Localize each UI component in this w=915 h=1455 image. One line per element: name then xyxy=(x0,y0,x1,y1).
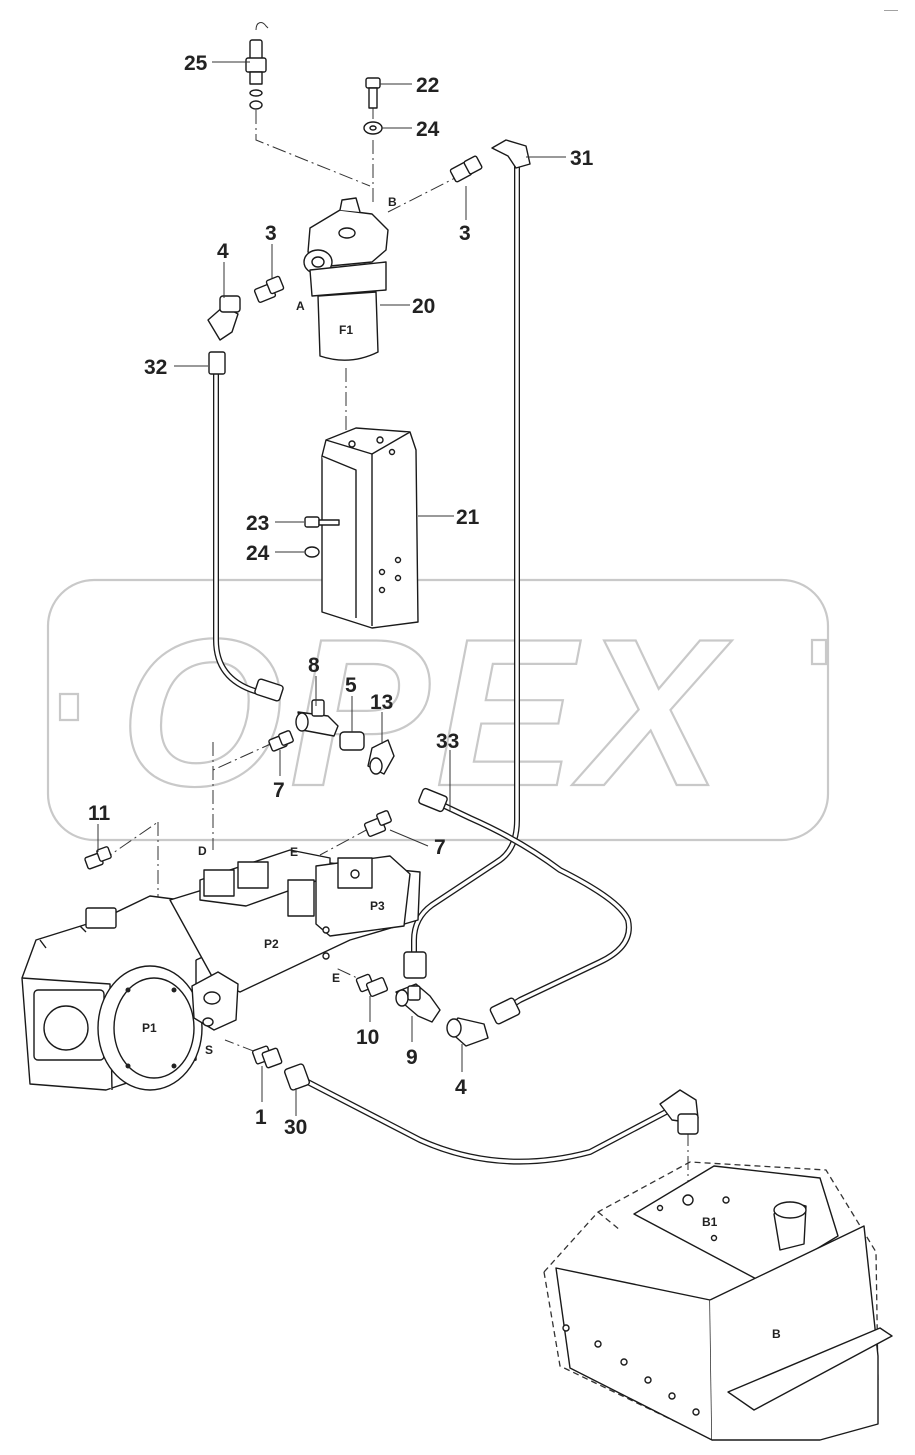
fitting-3-right xyxy=(449,155,483,183)
callout-1: 1 xyxy=(255,1106,267,1129)
callout-7-right: 7 xyxy=(434,836,446,859)
callout-7-top: 7 xyxy=(273,779,285,802)
callout-32: 32 xyxy=(144,356,167,379)
pump-label-P3: P3 xyxy=(370,899,385,913)
hose-31 xyxy=(403,139,531,979)
fitting-10 xyxy=(355,973,389,997)
callout-labels: 25 22 24 31 3 3 4 20 32 23 24 21 8 5 13 … xyxy=(88,52,594,1139)
pump-assembly xyxy=(21,849,421,1091)
callout-4-top: 4 xyxy=(217,240,229,263)
port-D: D xyxy=(198,844,207,858)
callout-20: 20 xyxy=(412,295,435,318)
callout-13: 13 xyxy=(370,691,393,714)
corner-code: —— xyxy=(884,7,898,14)
elbow-13 xyxy=(367,739,395,775)
callout-10: 10 xyxy=(356,1026,379,1049)
callout-24-top: 24 xyxy=(416,118,440,141)
bolt-23 xyxy=(304,516,340,528)
callout-23: 23 xyxy=(246,512,269,535)
hose-32 xyxy=(208,351,284,702)
elbow-4-top xyxy=(207,295,241,341)
elbow-4-bottom xyxy=(446,1017,489,1047)
fitting-1 xyxy=(251,1045,283,1069)
callout-3-left: 3 xyxy=(265,222,277,245)
port-S: S xyxy=(205,1043,213,1057)
washer-24-bottom xyxy=(304,546,320,558)
callout-24-bottom: 24 xyxy=(246,542,270,565)
washer-24-top xyxy=(363,121,383,135)
callout-9: 9 xyxy=(406,1046,418,1069)
callout-25: 25 xyxy=(184,52,208,75)
callout-31: 31 xyxy=(570,147,594,170)
callout-21: 21 xyxy=(456,506,480,529)
callout-4-bottom: 4 xyxy=(455,1076,467,1099)
callout-3-right: 3 xyxy=(459,222,471,245)
hydraulic-tank xyxy=(543,1161,893,1441)
fitting-3-left xyxy=(253,275,285,303)
fitting-11 xyxy=(84,846,112,870)
callout-5: 5 xyxy=(345,674,357,697)
fitting-5 xyxy=(339,731,365,751)
callout-leaders xyxy=(97,61,566,1116)
callout-30: 30 xyxy=(284,1116,307,1139)
filter-label-F1: F1 xyxy=(339,323,353,337)
port-A: A xyxy=(296,299,305,313)
tee-8 xyxy=(295,699,339,737)
fitting-7-right xyxy=(363,810,392,837)
callout-33: 33 xyxy=(436,730,459,753)
bracket-21 xyxy=(321,427,419,629)
callout-8: 8 xyxy=(308,654,320,677)
hose-30 xyxy=(283,1063,699,1165)
callout-11: 11 xyxy=(88,802,111,825)
fitting-7-top xyxy=(268,730,294,752)
hose-33 xyxy=(418,787,632,1025)
pressure-switch-25 xyxy=(245,22,269,110)
filter-head-20 xyxy=(303,197,389,361)
port-B: B xyxy=(388,195,397,209)
port-E-lower: E xyxy=(332,971,340,985)
tank-label-B: B xyxy=(772,1327,781,1341)
pump-label-P1: P1 xyxy=(142,1021,157,1035)
port-E-upper: E xyxy=(290,845,298,859)
callout-22: 22 xyxy=(416,74,439,97)
bolt-22 xyxy=(365,77,381,109)
tee-9 xyxy=(395,983,441,1023)
port-labels: A B F1 D E E P1 P2 P3 S B1 B xyxy=(142,195,781,1341)
tank-port-B1: B1 xyxy=(702,1215,718,1229)
pump-label-P2: P2 xyxy=(264,937,279,951)
